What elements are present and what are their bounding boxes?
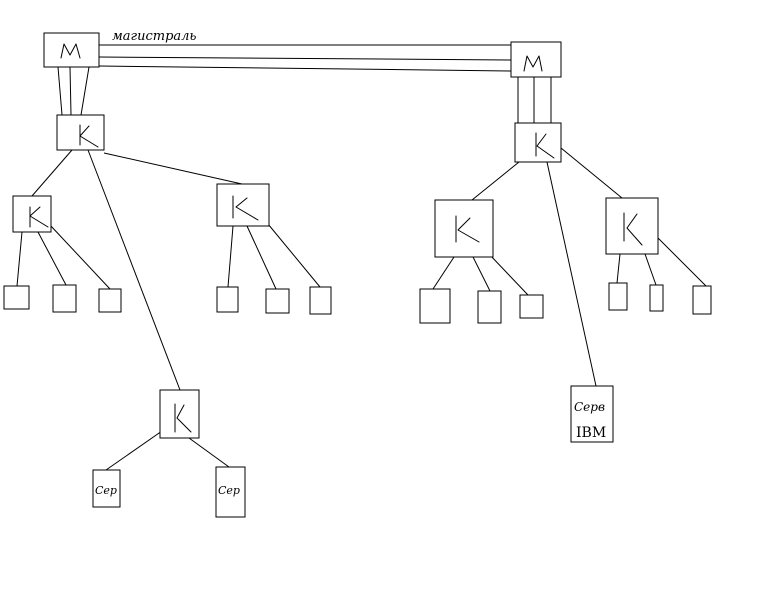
node-m-left: M: [43, 32, 100, 68]
node-k-left-a: K: [12, 195, 52, 233]
leaf-node: [52, 284, 77, 313]
leaf-node: [519, 294, 544, 319]
leaf-nodes-left: [3, 284, 332, 315]
node-server-2-label: Сер: [218, 484, 240, 497]
node-server-ibm: Серв IBM: [570, 385, 614, 443]
node-server-1: Сер: [92, 469, 121, 508]
node-k-right-main: K: [514, 122, 562, 163]
leaf-node: [608, 282, 628, 311]
backbone-link: [98, 44, 513, 72]
node-k-left-c: K: [159, 389, 200, 439]
leaf-node: [265, 288, 290, 314]
node-k-left-main: K: [56, 114, 105, 151]
backbone-label: магистраль: [112, 29, 197, 44]
node-server-1-label: Сер: [95, 484, 117, 497]
link-m-right-k-right-main: [517, 77, 552, 123]
node-k-right-a: K: [434, 199, 494, 258]
leaf-node: [477, 290, 502, 324]
right-tree-edges: [432, 147, 707, 387]
leaf-node: [3, 285, 30, 310]
leaf-node: [419, 288, 451, 324]
leaf-nodes-right: [419, 282, 712, 324]
node-server-ibm-label-line2: IBM: [576, 425, 606, 441]
node-k-right-b: K: [605, 197, 659, 255]
node-m-right: M: [510, 41, 562, 78]
left-tree-edges: [16, 149, 321, 471]
node-k-left-b: K: [216, 183, 270, 227]
leaf-node: [98, 288, 122, 313]
link-m-left-k-left-main: [57, 66, 90, 116]
node-server-ibm-label-line1: Серв: [574, 400, 605, 414]
node-server-2: Сер: [215, 466, 246, 518]
leaf-node: [649, 284, 664, 312]
leaf-node: [216, 286, 239, 313]
leaf-node: [309, 286, 332, 315]
leaf-node: [692, 285, 712, 315]
